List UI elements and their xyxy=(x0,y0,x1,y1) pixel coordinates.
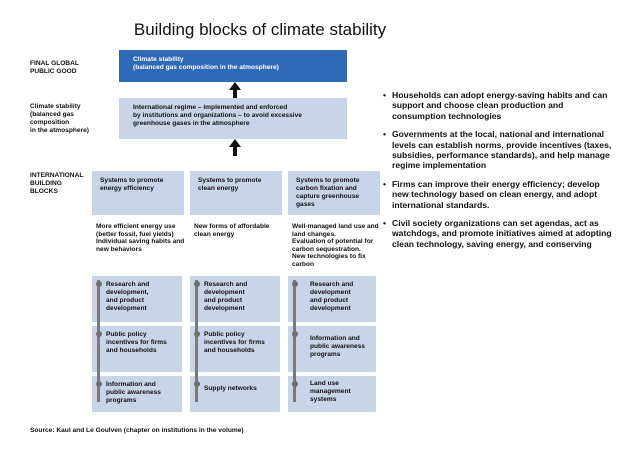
connector-dot xyxy=(291,381,298,387)
item-public-policy-energy-efficiency: Public policy incentives for firms and h… xyxy=(92,326,182,372)
column-description-carbon-fixation: Well-managed land use and land changes. … xyxy=(292,223,379,268)
diagram-title: Building blocks of climate stability xyxy=(133,20,387,39)
international-regime-box: International regime – implemented and e… xyxy=(119,98,347,139)
connector-dot xyxy=(95,331,102,337)
connector-dot xyxy=(95,281,102,287)
label-international-building-blocks: INTERNATIONAL BUILDING BLOCKS xyxy=(30,172,84,195)
bullet-governments: Governments at the local, national and i… xyxy=(383,129,615,171)
connector-dot xyxy=(291,281,298,287)
up-arrow-icon xyxy=(229,139,241,156)
label-final-global-public-good: FINAL GLOBAL PUBLIC GOOD xyxy=(30,60,79,75)
column-header-clean-energy: Systems to promote clean energy xyxy=(190,171,282,215)
column-description-clean-energy: New forms of affordable clean energy xyxy=(194,223,270,238)
item-information-energy-efficiency: Information and public awareness program… xyxy=(92,376,182,412)
item-rd-carbon-fixation: Research and development and product dev… xyxy=(288,276,376,322)
label-climate-stability: Climate stability (balanced gas composit… xyxy=(30,103,89,134)
bullet-households: Households can adopt energy-saving habit… xyxy=(383,90,615,121)
connector-dot xyxy=(95,381,102,387)
actor-bullet-list: Households can adopt energy-saving habit… xyxy=(383,90,615,257)
source-note: Source: Kaul and Le Goulven (chapter on … xyxy=(30,427,244,434)
item-land-use-management: Land use management systems xyxy=(288,376,376,412)
item-rd-clean-energy: Research and development and product dev… xyxy=(190,276,280,322)
connector-dot xyxy=(291,331,298,337)
connector-line xyxy=(195,280,198,402)
item-information-carbon-fixation: Information and public awareness program… xyxy=(288,326,376,372)
column-header-energy-efficiency: Systems to promote energy efficiency xyxy=(92,171,184,215)
item-public-policy-clean-energy: Public policy incentives for firms and h… xyxy=(190,326,280,372)
connector-dot xyxy=(193,381,200,387)
up-arrow-icon xyxy=(229,82,241,98)
connector-line xyxy=(97,280,100,402)
connector-dot xyxy=(193,281,200,287)
connector-dot xyxy=(193,331,200,337)
item-rd-energy-efficiency: Research and development, and product de… xyxy=(92,276,182,322)
bullet-firms: Firms can improve their energy efficienc… xyxy=(383,179,615,210)
connector-line xyxy=(293,280,296,402)
item-supply-networks: Supply networks xyxy=(190,376,280,412)
bullet-civil-society: Civil society organizations can set agen… xyxy=(383,218,615,249)
column-header-carbon-fixation: Systems to promote carbon fixation and c… xyxy=(288,171,380,215)
column-description-energy-efficiency: More efficient energy use (better fossil… xyxy=(96,223,185,253)
final-public-good-box: Climate stability (balanced gas composit… xyxy=(119,50,347,82)
